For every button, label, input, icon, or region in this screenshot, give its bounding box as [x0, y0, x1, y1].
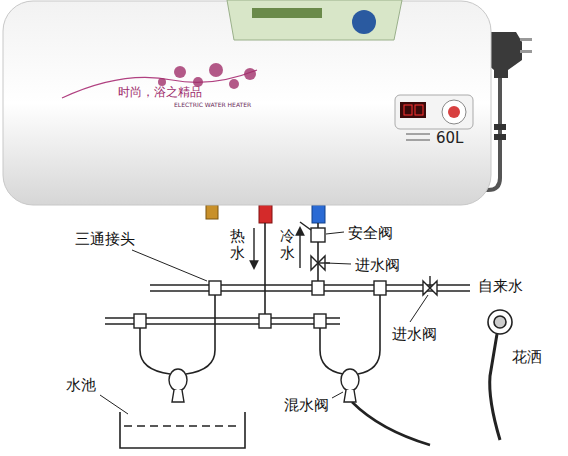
brand-panel: [227, 0, 402, 40]
shower-head: [494, 316, 506, 328]
dial-knob: [448, 106, 460, 118]
cord-clip: [494, 124, 506, 130]
part-label: 三通接头: [75, 230, 135, 249]
mixing-valve: [169, 369, 187, 391]
leader-line: [100, 395, 128, 414]
flow-label: 热水: [230, 228, 245, 261]
outlet-brass: [206, 205, 218, 219]
plug-pin: [520, 38, 532, 41]
plug-pin: [520, 50, 532, 53]
display-digit: [404, 105, 412, 115]
cord-clip: [494, 134, 506, 140]
brand-badge: [352, 10, 376, 34]
safety-valve: [311, 228, 325, 242]
tee-joint: [374, 281, 386, 295]
outlet-hot: [259, 205, 272, 223]
tee-joint: [209, 281, 221, 295]
outlet-cold: [312, 205, 325, 223]
leader-line: [332, 392, 343, 398]
heater-body: [3, 1, 491, 205]
mixer-leg: [186, 291, 215, 374]
brand-panel-strip: [252, 8, 322, 18]
flow-label: 冷水: [280, 228, 295, 261]
part-label: 混水阀: [284, 396, 329, 415]
part-label: 安全阀: [348, 224, 393, 243]
valve-handle: [318, 262, 330, 263]
part-label: 进水阀: [355, 256, 400, 275]
flower: [209, 63, 223, 77]
part-label: 水池: [66, 376, 96, 395]
tee-joint: [314, 314, 326, 328]
tee-joint: [259, 314, 271, 328]
part-label: 进水阀: [392, 325, 437, 344]
leader-line: [326, 232, 344, 234]
mixer-leg: [140, 324, 170, 374]
cold-main: [150, 284, 470, 286]
shower-hose: [352, 402, 430, 445]
display-digit: [415, 105, 423, 115]
flower: [244, 68, 256, 80]
deco-line: [406, 134, 430, 135]
safety-valve-lever: [300, 222, 311, 230]
dial: [442, 100, 466, 124]
display: [400, 102, 426, 118]
leader-line: [132, 250, 207, 281]
part-label: 花洒: [512, 348, 542, 367]
mixing-valve: [341, 369, 359, 391]
leader-line: [410, 295, 428, 322]
water-heater: 时尚，浴之精品ELECTRIC WATER HEATER 60L: [2, 0, 492, 206]
mixer-leg: [320, 324, 343, 374]
flow-arrow: [299, 228, 300, 268]
flower: [229, 79, 239, 89]
control-panel: [395, 95, 473, 129]
product-text: ELECTRIC WATER HEATER: [174, 101, 251, 108]
cold-main: [150, 290, 470, 292]
shower-handle: [490, 334, 500, 440]
flower: [174, 66, 186, 78]
valve-handle: [429, 276, 430, 288]
slogan-text: 时尚，浴之精品: [118, 84, 202, 101]
sink: [120, 412, 245, 448]
sink-water: [124, 425, 241, 427]
faucet-spout: [172, 390, 184, 402]
shower-head: [488, 310, 512, 334]
flow-arrow: [253, 228, 254, 268]
faucet-spout: [344, 390, 356, 402]
capacity-text: 60L: [436, 129, 463, 147]
tee-joint: [312, 281, 324, 295]
flower: [158, 78, 166, 86]
mixer-leg: [358, 291, 380, 374]
part-label: 自来水: [478, 277, 523, 296]
tee-joint: [134, 314, 146, 328]
deco-line: [406, 140, 430, 141]
hot-pipe: [264, 223, 266, 318]
